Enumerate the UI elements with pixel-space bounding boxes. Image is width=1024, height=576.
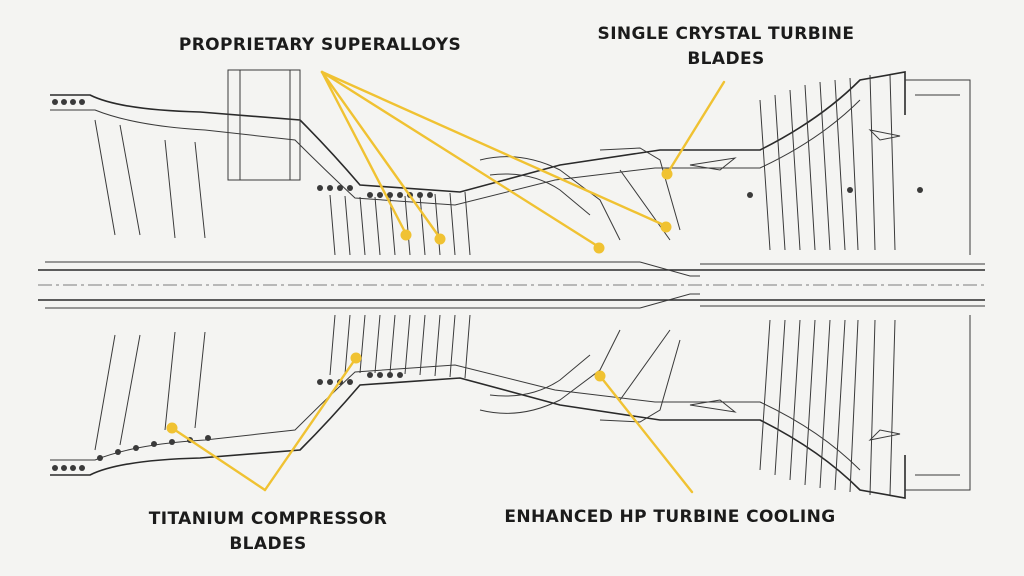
callout-line-superalloys-1 bbox=[320, 70, 408, 236]
callout-dot-superalloys-1 bbox=[400, 229, 412, 241]
callout-line-cooling bbox=[598, 374, 694, 494]
label-titanium-line2: BLADES bbox=[229, 534, 307, 554]
callout-dot-superalloys-3 bbox=[593, 242, 605, 254]
callout-dot-titanium-1 bbox=[166, 422, 178, 434]
callout-line-superalloys-2 bbox=[320, 70, 442, 240]
label-superalloys-text: PROPRIETARY SUPERALLOYS bbox=[178, 35, 462, 55]
upper-casing bbox=[50, 69, 971, 256]
callout-dots bbox=[166, 168, 673, 434]
label-enhanced-hp-turbine-cooling: ENHANCED HP TURBINE COOLING bbox=[490, 507, 850, 527]
callout-dot-titanium-2 bbox=[350, 352, 362, 364]
callout-line-crystal bbox=[665, 80, 726, 176]
callout-lines bbox=[170, 70, 726, 494]
callout-dot-cooling bbox=[594, 370, 606, 382]
callout-line-superalloys-3 bbox=[320, 70, 601, 249]
callout-dot-crystal bbox=[661, 168, 673, 180]
label-cooling-text: ENHANCED HP TURBINE COOLING bbox=[504, 507, 836, 527]
label-single-crystal-turbine-blades: SINGLE CRYSTAL TURBINE BLADES bbox=[578, 22, 874, 72]
callout-line-titanium-2 bbox=[263, 356, 358, 492]
engine-shaft bbox=[38, 261, 985, 309]
callout-line-superalloys-4 bbox=[320, 70, 668, 228]
label-crystal-line1: SINGLE CRYSTAL TURBINE bbox=[597, 24, 855, 44]
callout-dot-superalloys-4 bbox=[660, 221, 672, 233]
lower-casing bbox=[50, 314, 971, 499]
label-crystal-line2: BLADES bbox=[687, 49, 765, 69]
label-titanium-line1: TITANIUM COMPRESSOR bbox=[148, 509, 388, 529]
callout-line-titanium-1 bbox=[170, 426, 267, 492]
label-proprietary-superalloys: PROPRIETARY SUPERALLOYS bbox=[175, 35, 465, 55]
label-titanium-compressor-blades: TITANIUM COMPRESSOR BLADES bbox=[118, 507, 418, 557]
callout-dot-superalloys-2 bbox=[434, 233, 446, 245]
